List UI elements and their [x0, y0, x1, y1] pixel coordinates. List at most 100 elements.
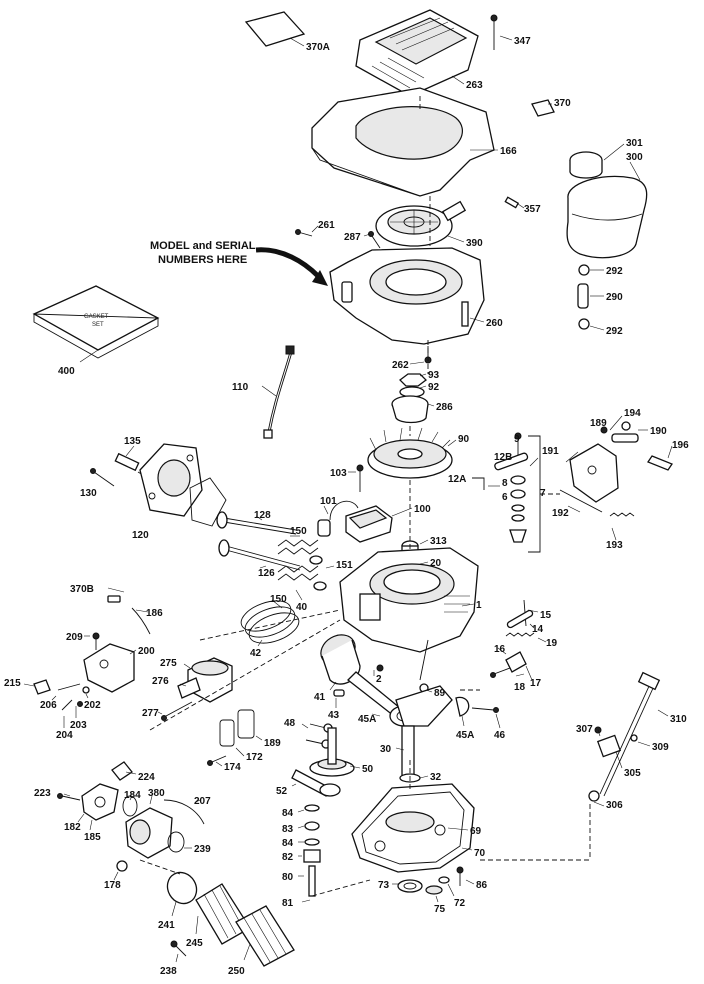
callout-191: 191 — [542, 446, 559, 457]
piston-41 — [320, 634, 361, 685]
callout-32: 32 — [430, 772, 442, 783]
ignition-wire-110 — [263, 345, 295, 439]
bracket-7 — [528, 435, 541, 553]
screw-209 — [92, 632, 100, 650]
crankshaft-30 — [395, 639, 453, 777]
note-line-1: MODEL and SERIAL — [150, 240, 256, 252]
callout-287: 287 — [344, 232, 361, 243]
blower-shroud-166 — [311, 87, 495, 197]
screw-86 — [456, 866, 464, 886]
callout-347: 347 — [514, 36, 531, 47]
callout-labels: 370A 347 263 370 166 301 300 357 261 287… — [4, 36, 689, 977]
callout-30: 30 — [380, 744, 392, 755]
callout-93: 93 — [428, 370, 440, 381]
callout-130: 130 — [80, 488, 97, 499]
screw-103 — [356, 464, 364, 492]
callout-286: 286 — [436, 402, 453, 413]
callout-238: 238 — [160, 966, 177, 977]
callout-290: 290 — [606, 292, 623, 303]
callout-292-top: 292 — [606, 266, 623, 277]
nut-93 — [399, 373, 427, 387]
callout-16: 16 — [494, 644, 506, 655]
rod-cap-45A — [455, 696, 470, 717]
starter-cup-286 — [391, 395, 429, 424]
blower-housing-260 — [329, 247, 485, 345]
callout-223: 223 — [34, 788, 51, 799]
callout-261: 261 — [318, 220, 335, 231]
callout-357: 357 — [524, 204, 541, 215]
callout-40: 40 — [296, 602, 308, 613]
callout-70: 70 — [474, 848, 486, 859]
callout-14: 14 — [532, 624, 544, 635]
filter-cover-250 — [235, 905, 295, 967]
callout-166: 166 — [500, 146, 517, 157]
lever-196 — [647, 455, 673, 471]
callout-215: 215 — [4, 678, 21, 689]
callout-135: 135 — [124, 436, 141, 447]
gasket-239 — [167, 831, 185, 853]
gasket-set-400: GASKET SET — [32, 285, 160, 359]
callout-48: 48 — [284, 718, 296, 729]
note-line-2: NUMBERS HERE — [158, 254, 247, 266]
fuel-cap-301 — [569, 151, 603, 179]
callout-204: 204 — [56, 730, 73, 741]
callout-92: 92 — [428, 382, 440, 393]
callout-306: 306 — [606, 800, 623, 811]
callout-239: 239 — [194, 844, 211, 855]
callout-43: 43 — [328, 710, 340, 721]
crankcase-1 — [339, 547, 479, 653]
intake-manifold-185 — [81, 783, 119, 821]
callout-370A: 370A — [306, 42, 330, 53]
callout-309: 309 — [652, 742, 669, 753]
screw-9 — [514, 432, 522, 456]
part-224 — [111, 761, 133, 781]
callout-82: 82 — [282, 852, 294, 863]
callout-19: 19 — [546, 638, 558, 649]
callout-46: 46 — [494, 730, 506, 741]
valve-126 — [218, 539, 301, 571]
gasket-set-line-1: GASKET — [84, 314, 109, 320]
callout-370: 370 — [554, 98, 571, 109]
callout-186: 186 — [146, 608, 163, 619]
governor-stack — [303, 804, 321, 897]
callout-leaders — [23, 35, 673, 963]
callout-17: 17 — [530, 678, 542, 689]
callout-69: 69 — [470, 826, 482, 837]
callout-45A-cap: 45A — [456, 730, 474, 741]
decal-370B — [107, 595, 121, 603]
callout-185: 185 — [84, 832, 101, 843]
callout-45A-rod: 45A — [358, 714, 376, 725]
dipstick-310 — [599, 671, 661, 797]
callout-310: 310 — [670, 714, 687, 725]
plug-75 — [425, 885, 443, 895]
callout-2: 2 — [376, 674, 382, 685]
fuel-line-parts — [577, 264, 590, 330]
muffler-bracket-276 — [177, 677, 201, 699]
callout-184: 184 — [124, 790, 141, 801]
rotating-screen-390 — [375, 200, 467, 247]
callout-84-bottom: 84 — [282, 838, 294, 849]
pin-2 — [376, 664, 384, 672]
note-arrow-icon — [312, 270, 328, 286]
callout-241: 241 — [158, 920, 175, 931]
callout-174: 174 — [224, 762, 241, 773]
crankcase-cover-69 — [351, 783, 475, 873]
callout-126: 126 — [258, 568, 275, 579]
carb-bracket-200 — [83, 643, 135, 693]
callout-301: 301 — [626, 138, 643, 149]
screw-130 — [90, 468, 115, 487]
assembly-lines — [139, 96, 591, 897]
parts-16-17-18 — [490, 651, 527, 678]
callout-194: 194 — [624, 408, 641, 419]
oil-pump-52 — [291, 769, 341, 797]
bowl-178 — [116, 860, 128, 872]
callout-390: 390 — [466, 238, 483, 249]
link-12B — [494, 452, 529, 471]
oil-seal-73 — [397, 879, 423, 893]
screw-174 — [207, 755, 227, 766]
callout-42: 42 — [250, 648, 262, 659]
seal-306 — [588, 790, 600, 802]
callout-101: 101 — [320, 496, 337, 507]
callout-8: 8 — [502, 478, 508, 489]
callout-128: 128 — [254, 510, 271, 521]
